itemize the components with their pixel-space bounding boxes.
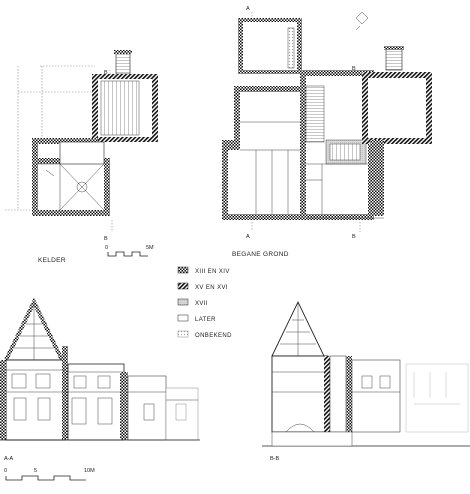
svg-text:LATER: LATER — [195, 317, 216, 323]
scale-bottom-end: 10M — [84, 468, 95, 474]
kelder-plan: B B KELDER — [5, 50, 158, 264]
bg-section-a-top: A — [246, 6, 250, 12]
legend-item-later: LATER — [177, 314, 216, 323]
legend-item-xvii: XVII — [177, 298, 208, 307]
svg-text:ONBEKEND: ONBEKEND — [195, 333, 232, 339]
section-bb: B-B — [262, 300, 470, 462]
section-aa-label: A-A — [4, 456, 14, 462]
kelder-section-mark-bottom: B — [104, 236, 108, 242]
svg-text:XIII EN XIV: XIII EN XIV — [195, 269, 230, 275]
kelder-label: KELDER — [38, 257, 66, 264]
legend-item-onbekend: ONBEKEND — [177, 330, 232, 339]
kelder-stairs — [100, 80, 140, 136]
scale-bar-bottom: 0 5 10M — [4, 468, 95, 481]
scale-top-zero: 0 — [105, 245, 108, 251]
bg-section-a-bottom: A — [246, 234, 250, 240]
svg-text:XVII: XVII — [195, 301, 208, 307]
begane-grond-plan: A B A B BEGANE GROND — [222, 6, 432, 258]
kelder-unknown-outline — [5, 65, 100, 211]
bb-main-block — [271, 355, 329, 433]
begane-grond-label: BEGANE GROND — [232, 251, 289, 258]
legend: XIII EN XIV XV EN XVI XVII LATER ONBEKEN… — [177, 266, 232, 339]
section-bb-label: B-B — [270, 456, 280, 462]
bb-right-wing — [351, 359, 401, 433]
bg-section-b-top: B — [352, 66, 356, 72]
scale-bottom-zero: 0 — [4, 468, 7, 474]
scale-bar-top: 0 5M — [105, 245, 154, 257]
bg-section-b-bottom: B — [352, 234, 356, 240]
kelder-section-mark-top: B — [104, 70, 108, 76]
svg-text:XV EN XVI: XV EN XVI — [195, 285, 228, 291]
legend-item-xv-xvi: XV EN XVI — [177, 282, 228, 291]
scale-top-end: 5M — [146, 245, 154, 251]
kelder-top-stair — [115, 51, 131, 75]
legend-item-xiii-xiv: XIII EN XIV — [177, 266, 230, 275]
kelder-link-wall — [32, 138, 98, 144]
section-aa: A-A — [0, 297, 200, 462]
scale-bottom-mid: 5 — [34, 468, 37, 474]
